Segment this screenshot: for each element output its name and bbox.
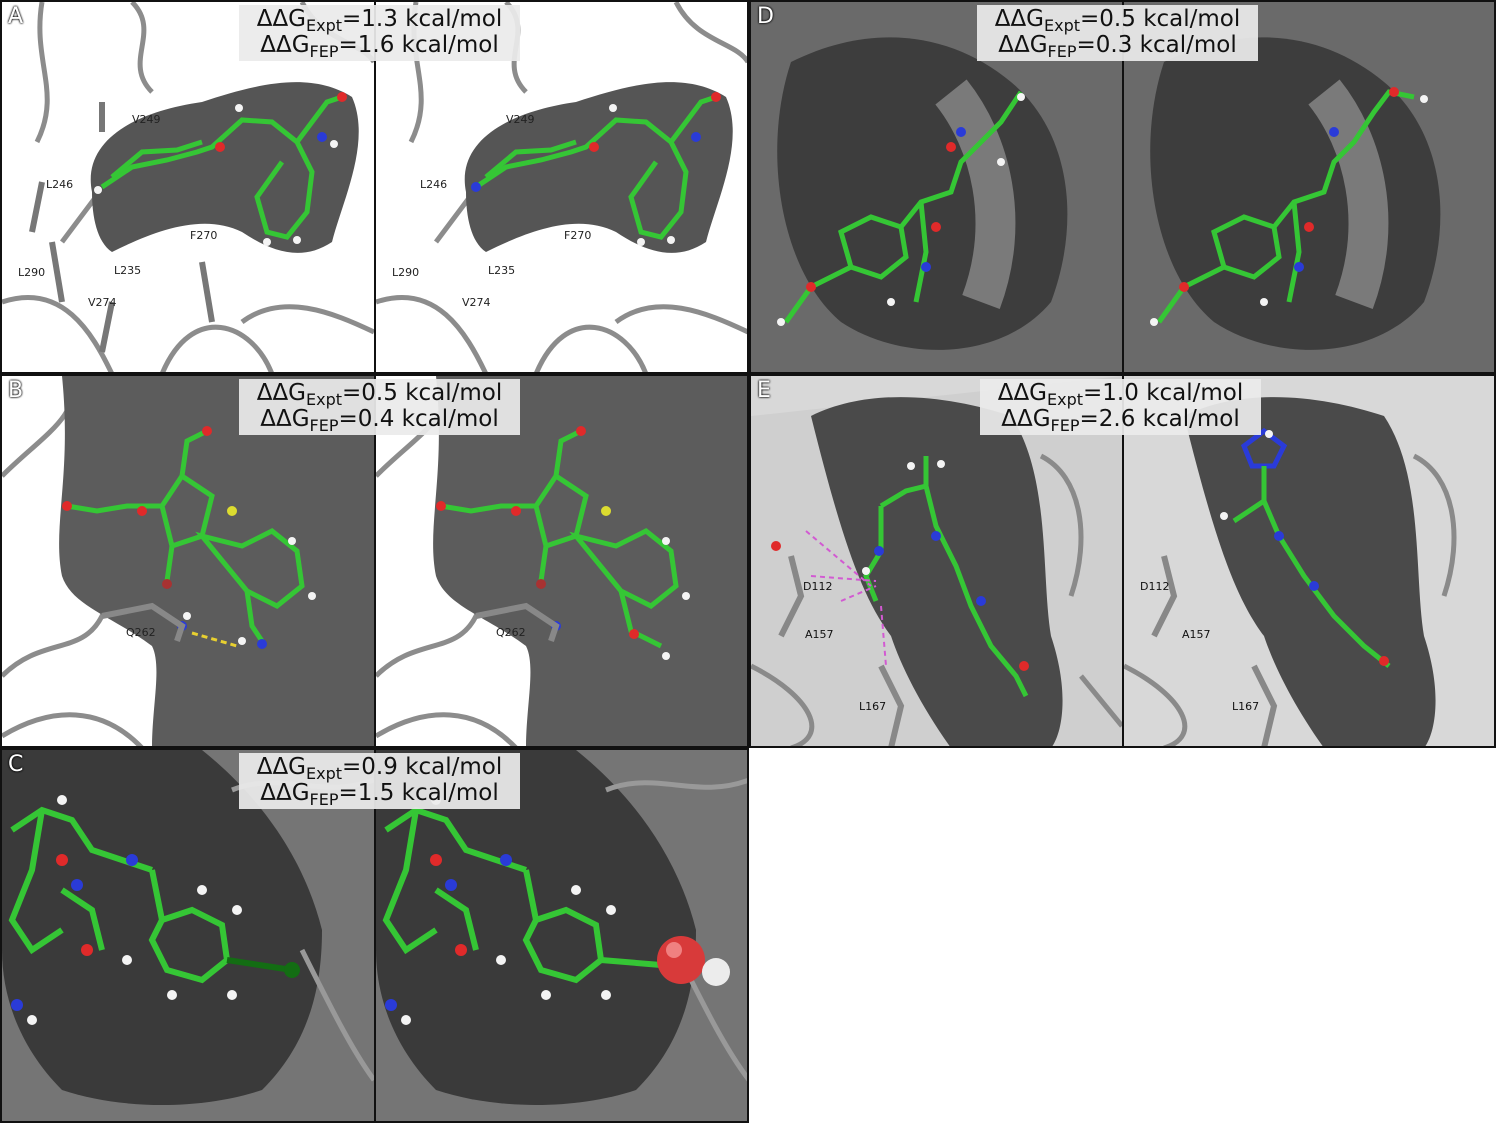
panel-d-right-scene: [1124, 2, 1494, 372]
panel-d: D ΔΔGExpt=0.5 kcal/mol ΔΔGFEP=0.3 kcal/m…: [749, 0, 1496, 374]
panel-c-left-view: [2, 750, 374, 1121]
panel-label: E: [757, 378, 771, 403]
delta-g-expt: ΔΔGExpt=0.5 kcal/mol: [256, 380, 503, 409]
panel-label: A: [8, 4, 24, 29]
panel-b-left-scene: [2, 376, 374, 746]
residue-label: L246: [420, 178, 448, 191]
delta-g-fep: ΔΔGFEP=1.6 kcal/mol: [260, 32, 499, 61]
residue-label: V274: [88, 296, 117, 309]
panel-e-left-scene: [751, 376, 1122, 746]
panel-c-left-scene: [2, 750, 374, 1121]
residue-label: L235: [114, 264, 142, 277]
panel-a-left-scene: [2, 2, 374, 372]
residue-label: D112: [803, 580, 833, 593]
panel-d-left-view: [751, 2, 1122, 372]
panel-e-divider: [1122, 376, 1124, 746]
residue-label: Q262: [126, 626, 156, 639]
residue-label: F270: [190, 229, 218, 242]
delta-g-expt: ΔΔGExpt=1.3 kcal/mol: [256, 6, 503, 35]
panel-a: V249 L246 F270 L290 L235 V274 V249 L246: [0, 0, 749, 374]
panel-d-left-scene: [751, 2, 1122, 372]
residue-label: Q262: [496, 626, 526, 639]
panel-e-right-scene: [1124, 376, 1494, 746]
residue-label: L167: [859, 700, 887, 713]
panel-d-divider: [1122, 2, 1124, 372]
panel-a-right-view: V249 L246 F270 L290 L235 V274: [376, 2, 747, 372]
delta-g-fep: ΔΔGFEP=0.3 kcal/mol: [998, 32, 1237, 61]
panel-label: D: [757, 4, 774, 29]
residue-label: F270: [564, 229, 592, 242]
panel-c-divider: [374, 750, 376, 1121]
delta-g-box: ΔΔGExpt=0.5 kcal/mol ΔΔGFEP=0.3 kcal/mol: [977, 5, 1258, 61]
panel-b-left-view: Q262: [2, 376, 374, 746]
panel-c-right-view: [376, 750, 747, 1121]
panel-b: Q262 Q262 B ΔΔGE: [0, 374, 749, 748]
delta-g-box: ΔΔGExpt=1.3 kcal/mol ΔΔGFEP=1.6 kcal/mol: [239, 5, 520, 61]
residue-label: V249: [506, 113, 535, 126]
panel-b-divider: [374, 376, 376, 746]
delta-g-fep: ΔΔGFEP=2.6 kcal/mol: [1001, 406, 1240, 435]
panel-b-right-scene: [376, 376, 747, 746]
delta-g-box: ΔΔGExpt=0.9 kcal/mol ΔΔGFEP=1.5 kcal/mol: [239, 753, 520, 809]
panel-e: D112 A157 L167 D112 A157 L167 E ΔΔGExpt=…: [749, 374, 1496, 748]
delta-g-expt: ΔΔGExpt=0.5 kcal/mol: [994, 6, 1241, 35]
panel-c-right-scene: [376, 750, 747, 1121]
residue-label: V249: [132, 113, 161, 126]
panel-a-left-view: V249 L246 F270 L290 L235 V274: [2, 2, 374, 372]
panel-a-divider: [374, 2, 376, 372]
delta-g-expt: ΔΔGExpt=0.9 kcal/mol: [256, 754, 503, 783]
delta-g-expt: ΔΔGExpt=1.0 kcal/mol: [997, 380, 1244, 409]
residue-label: L290: [392, 266, 420, 279]
residue-label: L290: [18, 266, 46, 279]
delta-g-box: ΔΔGExpt=0.5 kcal/mol ΔΔGFEP=0.4 kcal/mol: [239, 379, 520, 435]
panel-e-right-view: D112 A157 L167: [1124, 376, 1494, 746]
panel-e-left-view: D112 A157 L167: [751, 376, 1122, 746]
residue-label: A157: [805, 628, 834, 641]
panel-label: C: [8, 752, 24, 777]
delta-g-box: ΔΔGExpt=1.0 kcal/mol ΔΔGFEP=2.6 kcal/mol: [980, 379, 1261, 435]
residue-label: L235: [488, 264, 516, 277]
panel-label: B: [8, 378, 24, 403]
residue-label: D112: [1140, 580, 1170, 593]
residue-label: A157: [1182, 628, 1211, 641]
panel-a-right-scene: [376, 2, 747, 372]
residue-label: L167: [1232, 700, 1260, 713]
delta-g-fep: ΔΔGFEP=0.4 kcal/mol: [260, 406, 499, 435]
panel-d-right-view: [1124, 2, 1494, 372]
panel-b-right-view: Q262: [376, 376, 747, 746]
residue-label: L246: [46, 178, 74, 191]
panel-c: C ΔΔGExpt=0.9 kcal/mol ΔΔGFEP=1.5 kcal/m…: [0, 748, 749, 1123]
residue-label: V274: [462, 296, 491, 309]
delta-g-fep: ΔΔGFEP=1.5 kcal/mol: [260, 780, 499, 809]
